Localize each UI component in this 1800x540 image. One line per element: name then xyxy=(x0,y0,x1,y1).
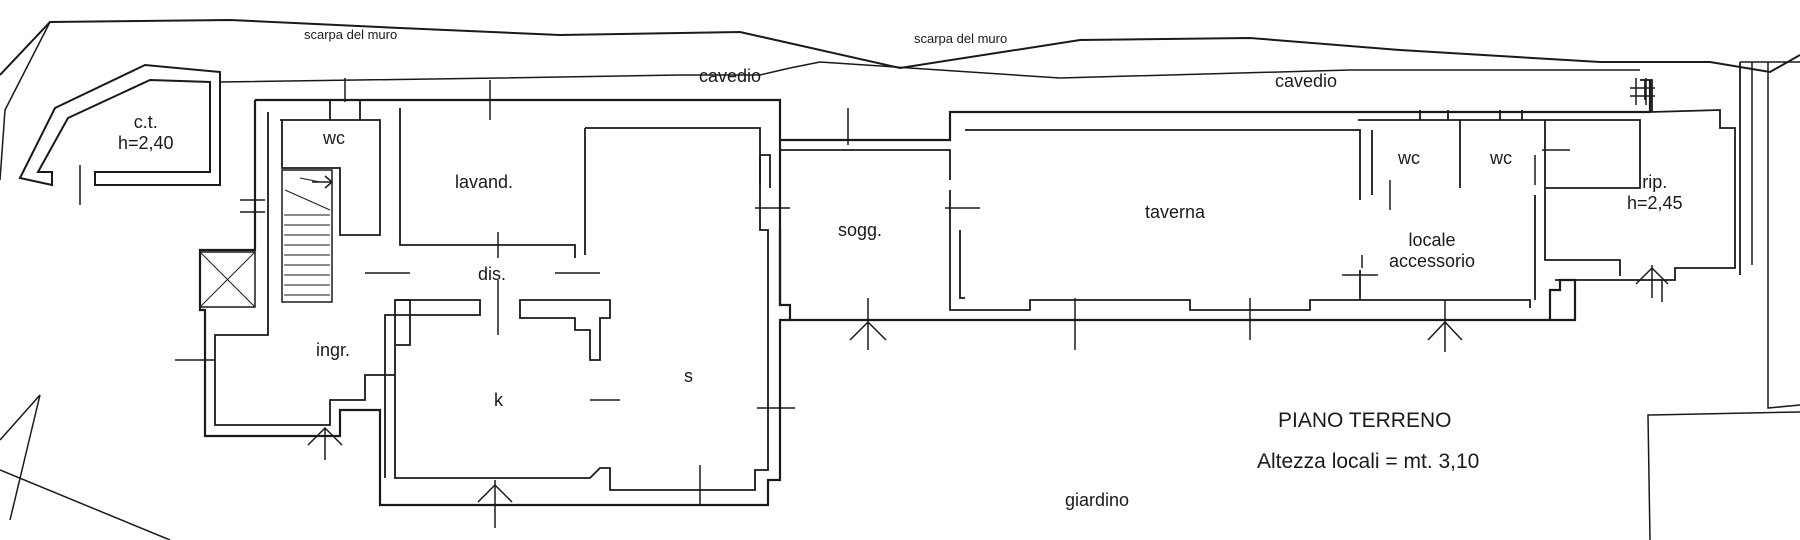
boiler-room-label: c.t. h=2,40 xyxy=(118,112,174,153)
garden-label: giardino xyxy=(1065,490,1130,510)
boiler-room-height: h=2,40 xyxy=(118,132,174,153)
floor-title: PIANO TERRENO xyxy=(1278,409,1452,432)
bathroom-2-3-walls xyxy=(1358,110,1641,300)
retaining-wall-left-edge xyxy=(0,21,51,181)
storeroom-name: rip. xyxy=(1642,172,1668,192)
stair-treads xyxy=(284,177,331,296)
retaining-wall-base xyxy=(219,61,1640,83)
outer-wall-east-block xyxy=(778,80,1652,322)
boiler-room-name: c.t. xyxy=(133,112,158,132)
elevator-cross-2 xyxy=(199,251,256,308)
bathroom-1-walls xyxy=(280,100,381,236)
accessory-room-line1: locale xyxy=(1408,230,1456,250)
retaining-wall-label-left: scarpa del muro xyxy=(304,27,398,42)
bathroom-3-label: wc xyxy=(1490,148,1512,168)
storeroom-height: h=2,45 xyxy=(1627,192,1683,213)
hallway-label: dis. xyxy=(478,264,507,284)
ceiling-height-note: Altezza locali = mt. 3,10 xyxy=(1257,450,1480,473)
cavedio-label-right: cavedio xyxy=(1275,71,1338,91)
bathroom-2-label: wc xyxy=(1398,148,1420,168)
retaining-wall-top xyxy=(0,18,1800,76)
terrain-line-left xyxy=(0,394,41,521)
inner-wall-east-block xyxy=(780,129,1531,311)
entry-arrows xyxy=(307,175,1669,528)
retaining-wall-label-right: scarpa del muro xyxy=(914,31,1008,46)
living-room-walls xyxy=(399,108,761,258)
living-room-label: s xyxy=(684,366,693,386)
tavern-label: taverna xyxy=(1145,202,1206,222)
cavedio-label-left: cavedio xyxy=(699,66,762,86)
kitchen-label: k xyxy=(494,390,503,410)
entrance-label: ingr. xyxy=(316,340,351,360)
boiler-room-walls xyxy=(18,63,221,187)
kitchen-walls xyxy=(384,299,611,478)
sitting-room-label: sogg. xyxy=(838,220,883,240)
window-and-door-marks xyxy=(79,78,1663,505)
accessory-room-line2: accessorio xyxy=(1389,250,1476,271)
boundary-right-vertical xyxy=(1767,62,1800,409)
terrain-line-bottom xyxy=(0,469,171,540)
stair-block xyxy=(281,169,333,303)
boundary-right-lower xyxy=(1647,411,1800,540)
accessory-room-label: locale accessorio xyxy=(1389,230,1475,271)
elevator-shaft xyxy=(199,251,256,308)
bathroom-1-label: wc xyxy=(323,128,345,148)
outer-wall-west-block xyxy=(198,98,1650,507)
laundry-label: lavand. xyxy=(455,172,514,192)
storeroom-label: rip. h=2,45 xyxy=(1627,172,1683,213)
